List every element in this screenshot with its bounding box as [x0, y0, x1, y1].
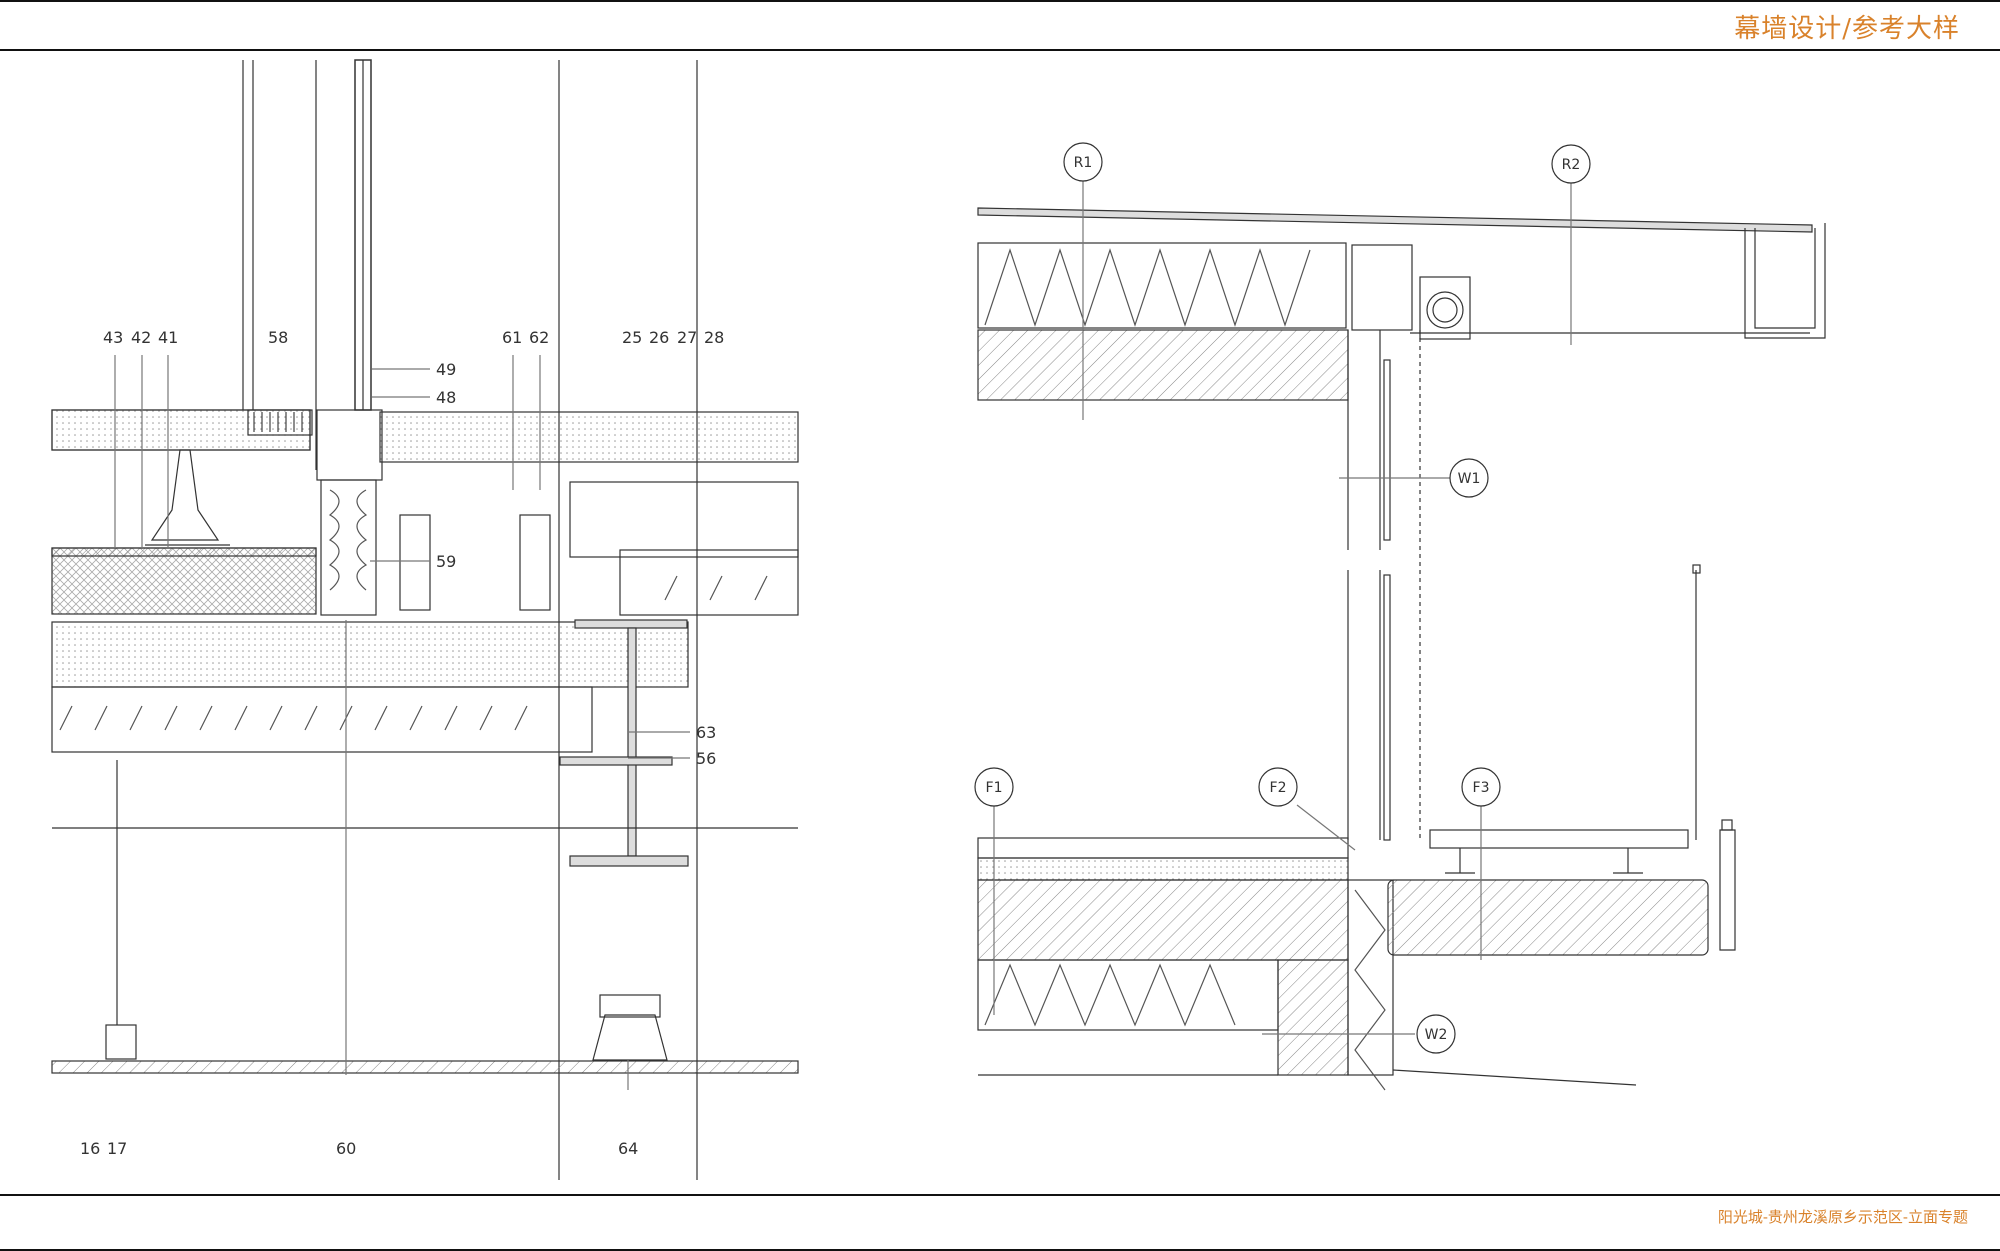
- label-25: 25: [622, 328, 642, 347]
- tag-f1: F1: [986, 780, 1003, 796]
- label-42: 42: [131, 328, 151, 347]
- left-bottom-labels: 16 17 60 64: [80, 1139, 638, 1158]
- header-divider: [0, 49, 2000, 51]
- left-section-detail: [51, 59, 799, 1180]
- left-top-labels: 43 42 41 58 61 62 25 26 27 28: [103, 328, 724, 347]
- label-17: 17: [107, 1139, 127, 1158]
- label-56: 56: [696, 749, 716, 768]
- tag-w2: W2: [1425, 1027, 1448, 1043]
- label-48: 48: [436, 388, 456, 407]
- label-59: 59: [436, 552, 456, 571]
- footer-caption: 阳光城-贵州龙溪原乡示范区-立面专题: [1717, 1208, 1968, 1226]
- label-58: 58: [268, 328, 288, 347]
- label-62: 62: [529, 328, 549, 347]
- tag-f3: F3: [1473, 780, 1490, 796]
- right-detail-tags: R1 R2 W1 F1 F2 F3 W2: [986, 155, 1581, 1043]
- bottom-border: [0, 1249, 2000, 1251]
- left-glass-labels: 49 48: [436, 360, 456, 407]
- label-64: 64: [618, 1139, 638, 1158]
- label-28: 28: [704, 328, 724, 347]
- label-63: 63: [696, 723, 716, 742]
- tag-r2: R2: [1562, 157, 1581, 173]
- top-border: [0, 0, 2000, 2]
- label-27: 27: [677, 328, 697, 347]
- label-60: 60: [336, 1139, 356, 1158]
- label-49: 49: [436, 360, 456, 379]
- label-16: 16: [80, 1139, 100, 1158]
- tag-f2: F2: [1270, 780, 1287, 796]
- page-title: 幕墙设计/参考大样: [1734, 14, 1960, 44]
- tag-w1: W1: [1458, 471, 1481, 487]
- left-side-labels: 63 56: [696, 723, 716, 768]
- footer-divider: [0, 1194, 2000, 1196]
- label-26: 26: [649, 328, 669, 347]
- tag-r1: R1: [1074, 155, 1093, 171]
- left-mid-labels: 59: [436, 552, 456, 571]
- right-section-detail: [974, 142, 1826, 1091]
- label-41: 41: [158, 328, 178, 347]
- label-61: 61: [502, 328, 522, 347]
- label-43: 43: [103, 328, 123, 347]
